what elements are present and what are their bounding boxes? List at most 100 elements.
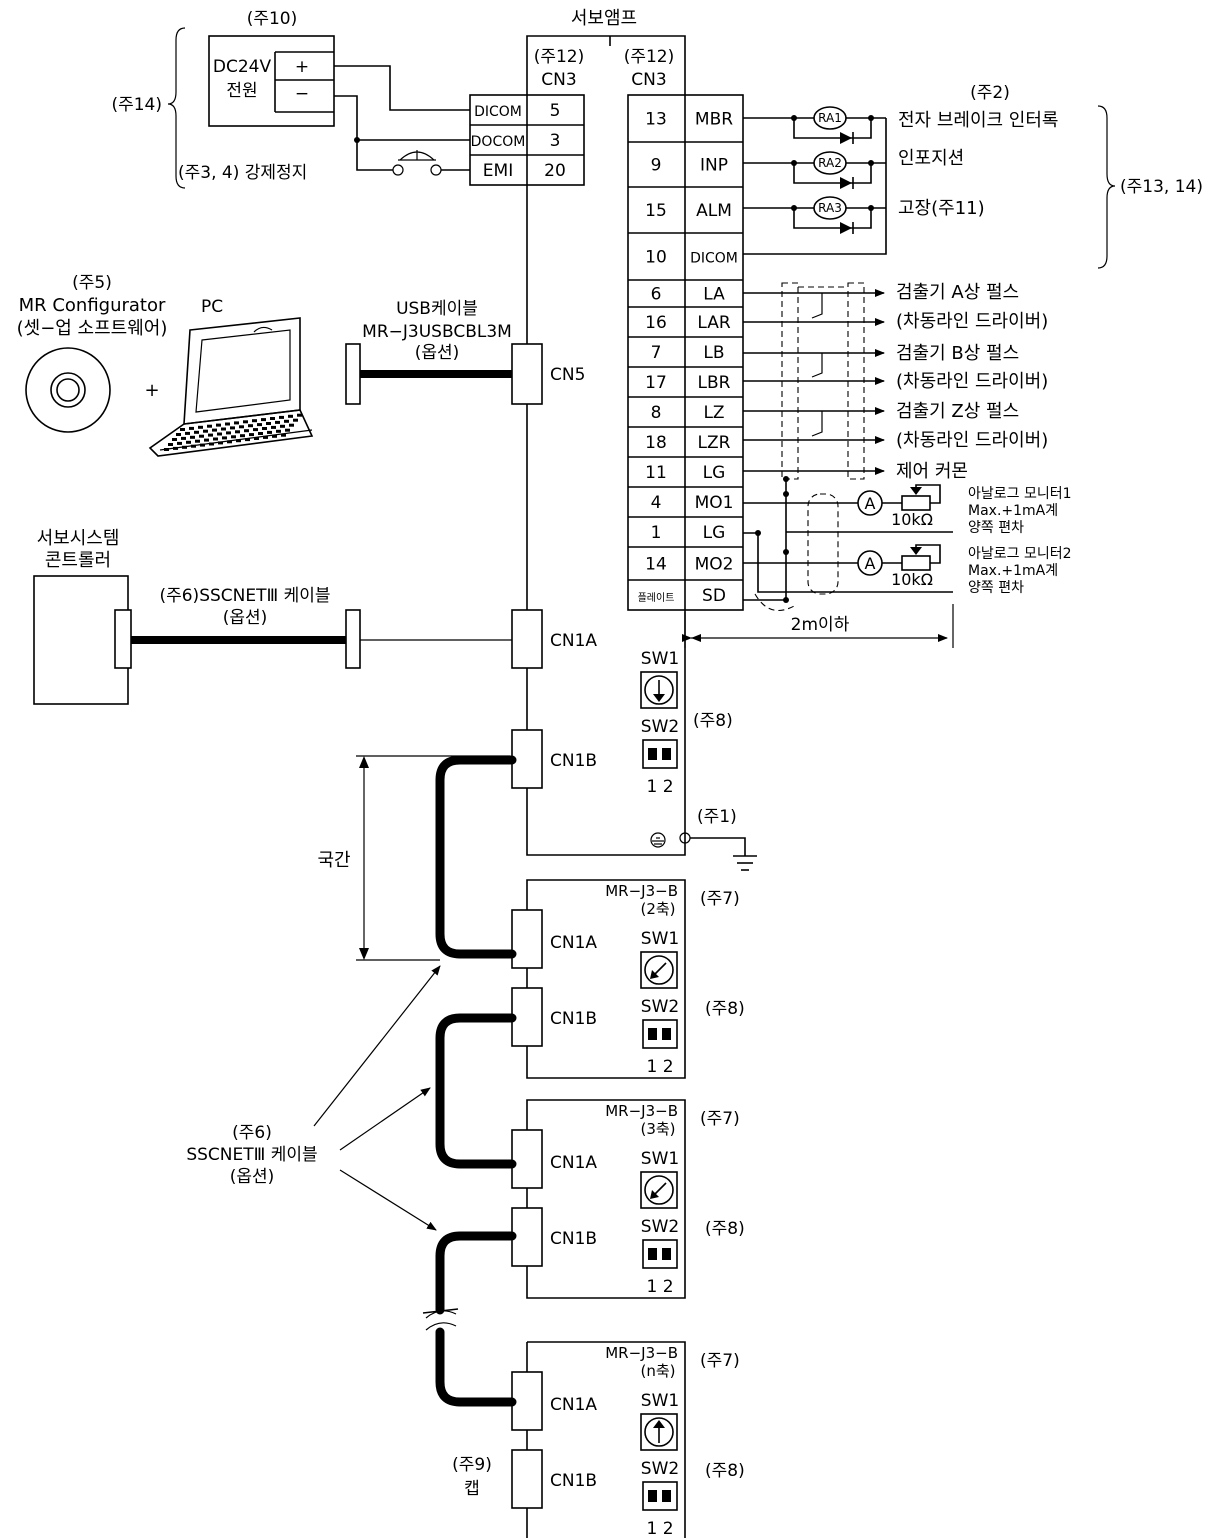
power-voltage: DC24V bbox=[213, 57, 272, 77]
cn3-right-label: CN3 bbox=[631, 70, 666, 90]
rotary-switch-icon bbox=[644, 955, 674, 985]
cn3-right-sig: LAR bbox=[697, 313, 730, 333]
cn3-right-sig: LZR bbox=[698, 433, 731, 453]
axis-cn1b: CN1B bbox=[550, 1009, 597, 1029]
cn3-right-pin: 16 bbox=[645, 313, 667, 333]
cn3-left-pin: 3 bbox=[550, 131, 561, 151]
cn3-right-pin: 7 bbox=[651, 343, 662, 363]
cn3-right-sig: LBR bbox=[698, 373, 731, 393]
main-note8: (주8) bbox=[693, 711, 733, 731]
cn3-left-note: (주12) bbox=[534, 47, 585, 67]
cd-icon bbox=[25, 347, 111, 433]
cn3-right-pin: 11 bbox=[645, 463, 667, 483]
axis-cn1b: CN1B bbox=[550, 1229, 597, 1249]
main-cn1b: CN1B bbox=[550, 751, 597, 771]
encoder-signal-label: 검출기 A상 펄스 bbox=[896, 282, 1019, 303]
distance-label: 2m이하 bbox=[791, 615, 850, 635]
cn3-right-pin: 플레이트 bbox=[638, 592, 675, 604]
relay-label: RA3 bbox=[818, 201, 842, 215]
relay-label: RA1 bbox=[818, 111, 842, 125]
encoder-signal-label: 제어 커몬 bbox=[896, 461, 968, 482]
cn5-connector bbox=[511, 343, 543, 405]
controller-l2: 콘트롤러 bbox=[45, 550, 111, 571]
sscnet-cable-2 bbox=[435, 1013, 517, 1169]
software-name: MR Configurator bbox=[19, 295, 166, 316]
axis-note7: (주7) bbox=[700, 1109, 740, 1129]
power-plus: + bbox=[295, 57, 309, 77]
ground-note1: (주1) bbox=[697, 807, 737, 827]
cn3-right-pin: 13 bbox=[645, 110, 667, 130]
axis-number: (2축) bbox=[640, 900, 675, 918]
cn3-left-pin: 5 bbox=[550, 101, 561, 121]
usb-l3: (옵션) bbox=[415, 343, 460, 363]
relay-label: RA2 bbox=[818, 156, 842, 170]
cn3-right-pin: 1 bbox=[651, 523, 662, 543]
encoder-signal-label: (차동라인 드라이버) bbox=[896, 311, 1048, 332]
power-label: 전원 bbox=[226, 81, 257, 101]
inposition-label: 인포지션 bbox=[898, 148, 964, 169]
axis-sw-nums: 1 2 bbox=[646, 1519, 673, 1539]
axis-number: (n축) bbox=[640, 1362, 675, 1380]
cn3-right-sig: LG bbox=[703, 463, 726, 483]
cn3-right-pin: 15 bbox=[645, 201, 667, 221]
servo-amp-title: 서보앰프 bbox=[571, 8, 637, 29]
encoder-signal-label: (차동라인 드라이버) bbox=[896, 371, 1048, 392]
axis-sw1: SW1 bbox=[641, 929, 679, 949]
sscnet-left-l2: SSCNETⅢ 케이블 bbox=[186, 1145, 317, 1165]
emergency-stop-switch bbox=[392, 150, 442, 176]
resistor bbox=[901, 495, 931, 511]
alarm-label: 고장(주11) bbox=[898, 198, 985, 219]
axis-note7: (주7) bbox=[700, 1351, 740, 1371]
axis-sw-nums: 1 2 bbox=[646, 1057, 673, 1077]
main-sw2: SW2 bbox=[641, 717, 679, 737]
laptop-icon bbox=[148, 317, 314, 457]
controller-l1: 서보시스템 bbox=[37, 528, 120, 549]
axis-model: MR−J3−B bbox=[605, 1344, 678, 1362]
cn3-right-pin: 10 bbox=[645, 248, 667, 268]
axis-sw2: SW2 bbox=[641, 1217, 679, 1237]
monitor-title: 아날로그 모니터2 bbox=[968, 546, 1072, 562]
sscnet-top-l2: (옵션) bbox=[223, 608, 268, 628]
axis-note7: (주7) bbox=[700, 889, 740, 909]
sscnet-left-l3: (옵션) bbox=[230, 1167, 275, 1187]
cn3-right-sig: DICOM bbox=[690, 251, 738, 267]
resistor-value: 10kΩ bbox=[891, 510, 933, 529]
cn3-left-sig: DICOM bbox=[474, 104, 522, 120]
ammeter-label: A bbox=[865, 494, 876, 513]
power-minus: − bbox=[295, 84, 309, 104]
sscnet-cable-3 bbox=[435, 1231, 517, 1407]
software-sub: (셋−업 소프트웨어) bbox=[17, 318, 168, 339]
cn3-left-sig: EMI bbox=[483, 161, 513, 181]
controller-box bbox=[33, 575, 129, 705]
cn5-label: CN5 bbox=[550, 365, 585, 385]
pc-note: (주5) bbox=[72, 273, 112, 293]
main-sw-nums: 1 2 bbox=[646, 777, 673, 797]
cn3-right-pin: 6 bbox=[651, 285, 662, 305]
axis-model: MR−J3−B bbox=[605, 882, 678, 900]
axis-number: (3축) bbox=[640, 1120, 675, 1138]
cap-note: (주9) bbox=[452, 1455, 492, 1475]
servo-amp-body bbox=[526, 35, 686, 856]
cn3-right-sig: MO2 bbox=[695, 555, 734, 575]
power-supply bbox=[208, 35, 335, 127]
axis-cn1a: CN1A bbox=[550, 933, 597, 953]
axis-sw1: SW1 bbox=[641, 1149, 679, 1169]
monitor-range: Max.+1mA계 bbox=[968, 503, 1058, 519]
main-sw1: SW1 bbox=[641, 649, 679, 669]
cn3-right-sig: MBR bbox=[695, 110, 733, 130]
section-label: 국간 bbox=[317, 850, 350, 871]
cap-label: 캡 bbox=[464, 1479, 480, 1499]
sscnet-cable-1 bbox=[435, 755, 517, 959]
monitor-title: 아날로그 모니터1 bbox=[968, 486, 1072, 502]
usb-l2: MR−J3USBCBL3M bbox=[362, 322, 512, 342]
monitor-mode: 양쪽 편차 bbox=[968, 580, 1024, 596]
resistor-value: 10kΩ bbox=[891, 570, 933, 589]
cn3-right-sig: LG bbox=[703, 523, 726, 543]
cn3-right-sig: SD bbox=[702, 586, 726, 606]
encoder-signal-label: 검출기 B상 펄스 bbox=[896, 343, 1019, 364]
cn3-left-pin: 20 bbox=[544, 161, 566, 181]
monitor-range: Max.+1mA계 bbox=[968, 563, 1058, 579]
